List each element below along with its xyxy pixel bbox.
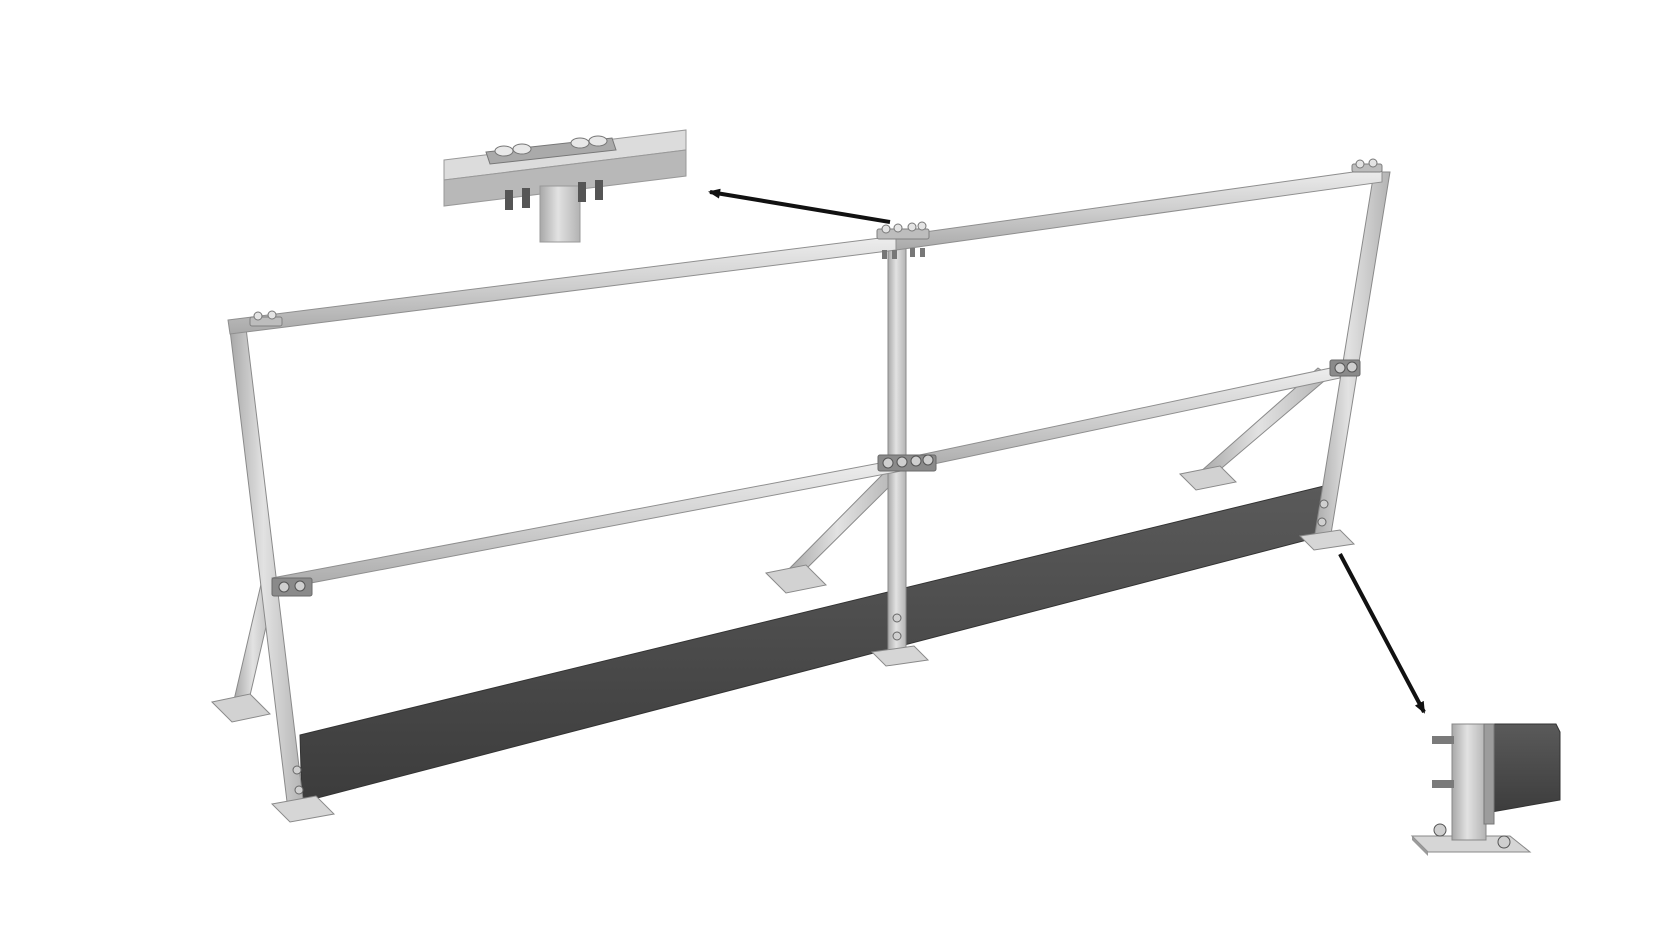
top-middle-nut	[920, 248, 925, 257]
top-middle-bolt	[893, 223, 903, 233]
toe-bolt	[892, 613, 902, 623]
detail-threaded-rod	[505, 190, 513, 210]
mid-middle-bolt	[896, 456, 908, 468]
detail-clamp-bar	[1483, 723, 1495, 825]
mid-middle-bolt	[910, 455, 922, 467]
mid-middle-bolt	[922, 454, 934, 466]
detail-threaded-bolt	[1432, 780, 1454, 788]
toe-bolt	[1317, 517, 1327, 527]
left-post-base	[270, 795, 336, 823]
base-plate-detail	[1410, 723, 1561, 856]
brace-foot-plates	[210, 465, 1238, 723]
toe-bolt	[292, 765, 302, 775]
top-right-bolt	[1355, 159, 1365, 169]
detail-bolt-head	[588, 135, 608, 147]
toe-bolt	[1319, 499, 1329, 509]
detail-threaded-rod	[595, 180, 603, 200]
detail-post	[539, 185, 581, 243]
posts	[229, 171, 1391, 811]
top-right-bolt	[1368, 158, 1378, 168]
detail-rail-front-face	[443, 149, 687, 207]
detail-threaded-rod	[522, 188, 530, 208]
top-middle-nut	[910, 248, 915, 257]
top-left-bolt	[253, 311, 263, 321]
top-middle-nut	[882, 250, 887, 259]
detail-bolt-head	[570, 137, 590, 149]
mid-left-bolt	[294, 580, 306, 592]
detail-anchor-bolt	[1433, 823, 1447, 837]
detail-threaded-rod	[578, 182, 586, 202]
detail-base-plate-edge	[1412, 836, 1428, 856]
detail-threaded-bolt	[1432, 736, 1454, 744]
mid-right-bolt	[1334, 362, 1346, 374]
toe-board	[299, 484, 1331, 803]
top-left-bolt	[267, 310, 277, 320]
base-plate-icon	[1410, 723, 1561, 856]
right-post-base	[1298, 529, 1356, 551]
top-middle-bolt	[907, 222, 917, 232]
mid-right-bolt	[1346, 361, 1358, 373]
right-post	[1313, 171, 1391, 541]
mid-middle-bolt	[882, 457, 894, 469]
detail-anchor-bolt	[1497, 835, 1511, 849]
toe-board-bolts	[292, 499, 1329, 795]
top-middle-nut	[892, 250, 897, 259]
t-joint-coupler-icon	[443, 129, 687, 243]
top-middle-bolt	[881, 224, 891, 234]
left-brace-foot	[210, 693, 272, 723]
mid-left-clamp	[271, 577, 313, 597]
detail-bolt-head	[494, 145, 514, 157]
detail-bolt-head	[512, 143, 532, 155]
base-detail-arrow	[1338, 553, 1426, 714]
middle-brace-foot	[764, 564, 828, 594]
handrail-right-section	[895, 167, 1383, 251]
handrail	[227, 167, 1383, 335]
top-detail-arrow	[708, 188, 891, 224]
left-post	[229, 327, 305, 811]
handrail-left-section	[227, 235, 897, 335]
right-brace-foot	[1178, 465, 1238, 491]
middle-post-base	[870, 645, 930, 667]
post-base-plates	[270, 529, 1356, 823]
toe-bolt	[892, 631, 902, 641]
mid-left-bolt	[278, 581, 290, 593]
toe-bolt	[294, 785, 304, 795]
couplers	[249, 158, 1383, 597]
top-middle-coupler	[876, 228, 930, 240]
detail-post	[1451, 723, 1487, 841]
middle-post	[887, 245, 907, 657]
top-coupler-detail	[443, 129, 687, 243]
top-middle-bolt	[917, 221, 927, 231]
